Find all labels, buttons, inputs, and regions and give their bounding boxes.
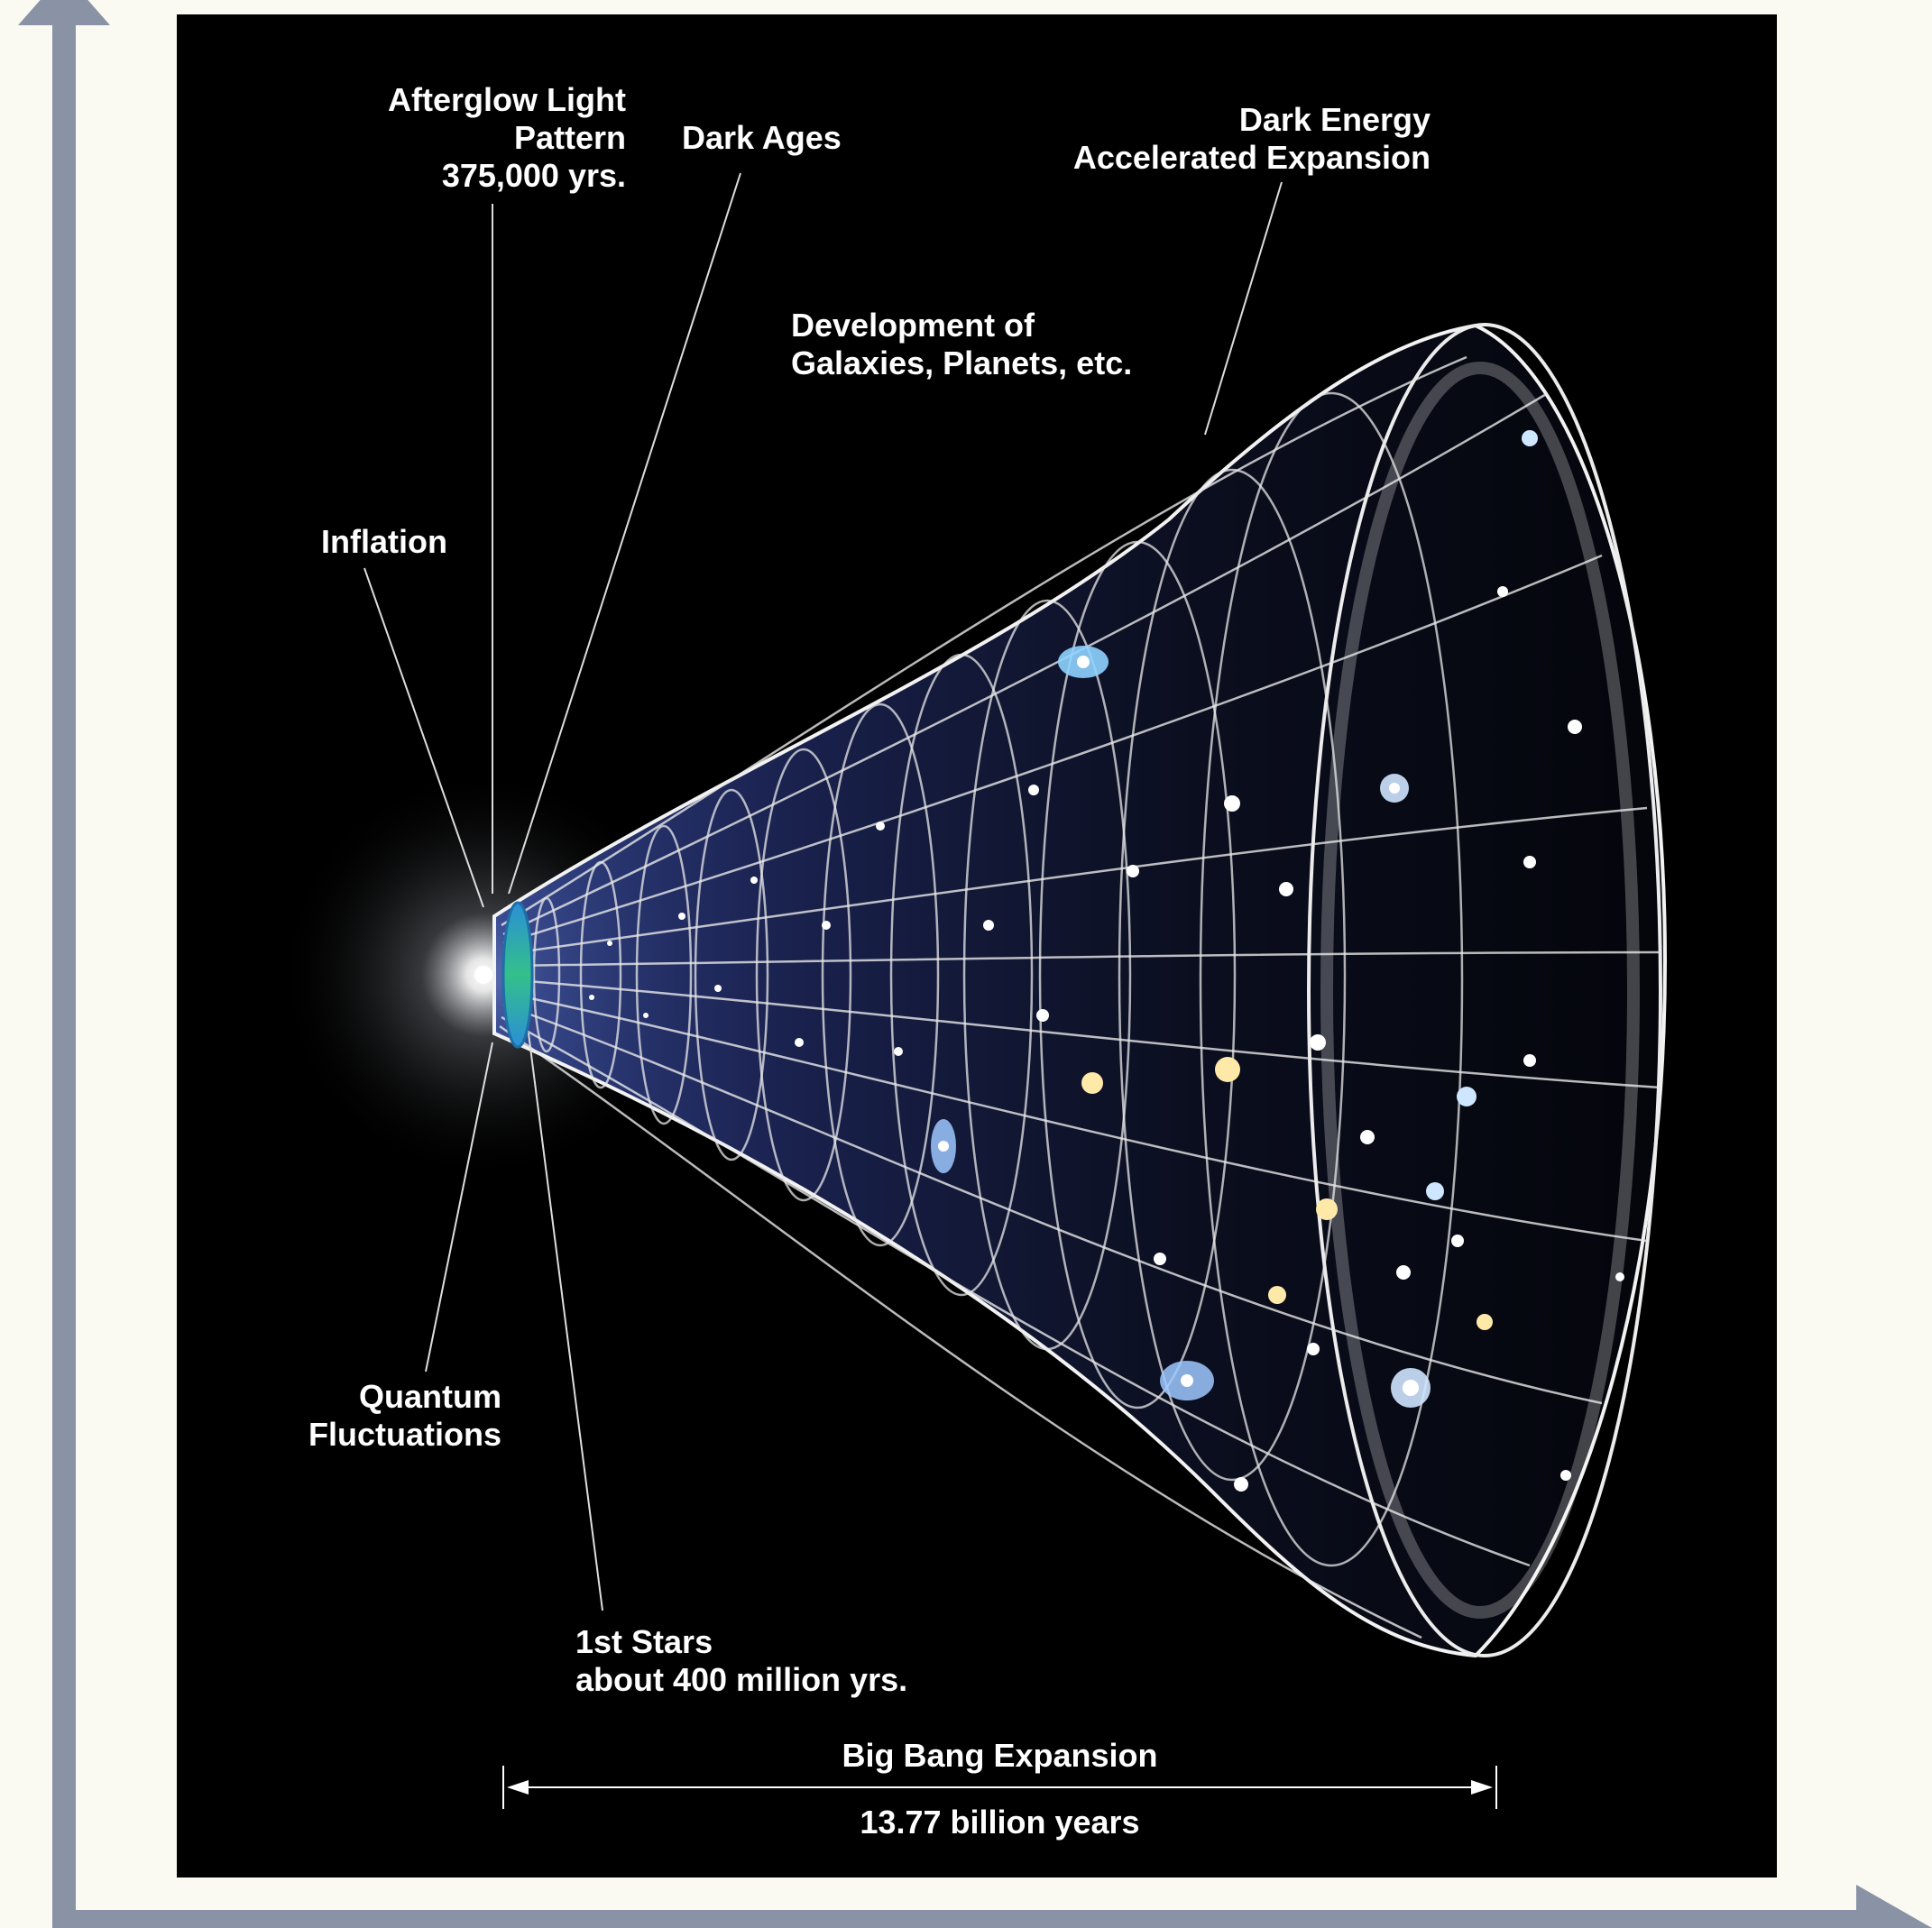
galaxies xyxy=(589,430,1624,1492)
timeline-duration: 13.77 billion years xyxy=(860,1804,1140,1841)
vertical-axis xyxy=(52,20,76,1928)
first-stars-label: 1st Stars about 400 million yrs. xyxy=(575,1623,907,1699)
afterglow-label-line3: 375,000 yrs. xyxy=(441,157,626,194)
timeline-arrow xyxy=(502,1766,1497,1809)
horizontal-axis-arrow xyxy=(1856,1885,1932,1928)
inflation-label: Inflation xyxy=(321,523,447,560)
expansion-cone xyxy=(492,323,1668,1658)
timeline-title: Big Bang Expansion xyxy=(842,1737,1158,1774)
first-stars-label-line2: about 400 million yrs. xyxy=(575,1661,908,1698)
horizontal-axis xyxy=(52,1910,1892,1928)
universe-diagram xyxy=(276,172,1668,1809)
cross-section-rings xyxy=(532,391,1464,1567)
dark-energy-label-line2: Accelerated Expansion xyxy=(1072,139,1431,176)
quantum-label-line1: Quantum xyxy=(359,1378,501,1415)
big-bang-point xyxy=(474,966,492,984)
cone-mouth-inner xyxy=(1320,362,1640,1619)
vertical-axis-arrow xyxy=(18,0,110,25)
development-label-line2: Galaxies, Planets, etc. xyxy=(791,344,1133,381)
longitudinal-grid xyxy=(499,355,1661,1639)
cmb-band xyxy=(501,901,534,1049)
afterglow-label-line1: Afterglow Light xyxy=(388,81,626,118)
dark-energy-label-line1: Dark Energy xyxy=(1238,101,1431,138)
development-label-line1: Development of xyxy=(791,307,1035,344)
dark-energy-label: Dark Energy Accelerated Expansion xyxy=(1034,101,1431,177)
first-stars-label-line1: 1st Stars xyxy=(575,1623,713,1660)
dark-ages-label: Dark Ages xyxy=(682,119,842,156)
cone-mouth xyxy=(1307,323,1662,1657)
afterglow-label: Afterglow Light Pattern 375,000 yrs. xyxy=(357,81,626,195)
afterglow-label-line2: Pattern xyxy=(513,119,626,156)
development-label: Development of Galaxies, Planets, etc. xyxy=(791,307,1132,382)
quantum-label-line2: Fluctuations xyxy=(308,1416,501,1453)
diagram-panel: Afterglow Light Pattern 375,000 yrs. Dar… xyxy=(177,14,1777,1878)
leader-lines xyxy=(363,172,1283,1611)
quantum-fluctuations-label: Quantum Fluctuations xyxy=(267,1378,501,1454)
